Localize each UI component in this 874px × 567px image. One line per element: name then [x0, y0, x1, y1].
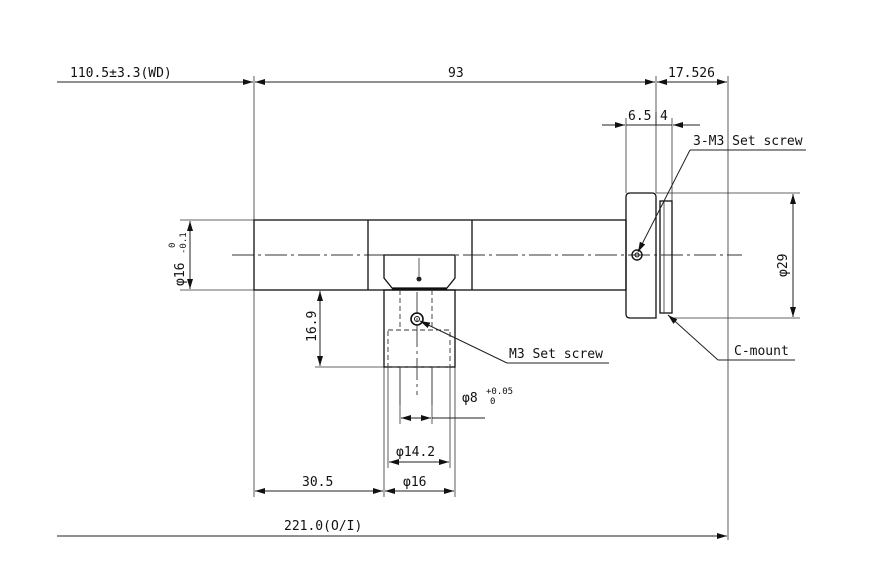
tube-tolerance-upper: 0	[168, 243, 178, 248]
working-distance-label: 110.5±3.3(WD)	[70, 66, 172, 81]
port-outer-diameter-label: φ16	[403, 475, 426, 490]
flange-diameter-label: φ29	[776, 254, 791, 277]
thread-width-label: 4	[660, 109, 668, 124]
total-length-label: 221.0(O/I)	[284, 519, 362, 534]
illumination-port	[383, 254, 456, 405]
port-bore-tolerance-upper: +0.05	[486, 387, 513, 397]
port-bore-tolerance-lower: 0	[490, 397, 495, 407]
leader-lines	[419, 149, 806, 364]
tube-tolerance-lower: -0.1	[179, 232, 189, 254]
port-offset-label: 30.5	[302, 475, 333, 490]
port-screw-callout: M3 Set screw	[509, 347, 603, 362]
tube-diameter-group: φ16 0 -0.1	[168, 232, 189, 286]
flange-screw-icon	[631, 249, 643, 261]
flange-screw-callout: 3-M3 Set screw	[693, 134, 803, 149]
flange-width-label: 6.5	[628, 109, 651, 124]
flange	[625, 192, 673, 319]
port-inner-diameter-label: φ14.2	[396, 445, 435, 460]
body-length-label: 93	[448, 66, 464, 81]
port-screw-icon	[410, 312, 424, 326]
dimension-lines	[57, 79, 796, 539]
port-height-label: 16.9	[305, 311, 320, 342]
tube-diameter-label: φ16	[173, 263, 188, 286]
port-bore-label: φ8	[462, 391, 478, 406]
flange-length-label: 17.526	[668, 66, 715, 81]
c-mount-callout: C-mount	[734, 344, 789, 359]
